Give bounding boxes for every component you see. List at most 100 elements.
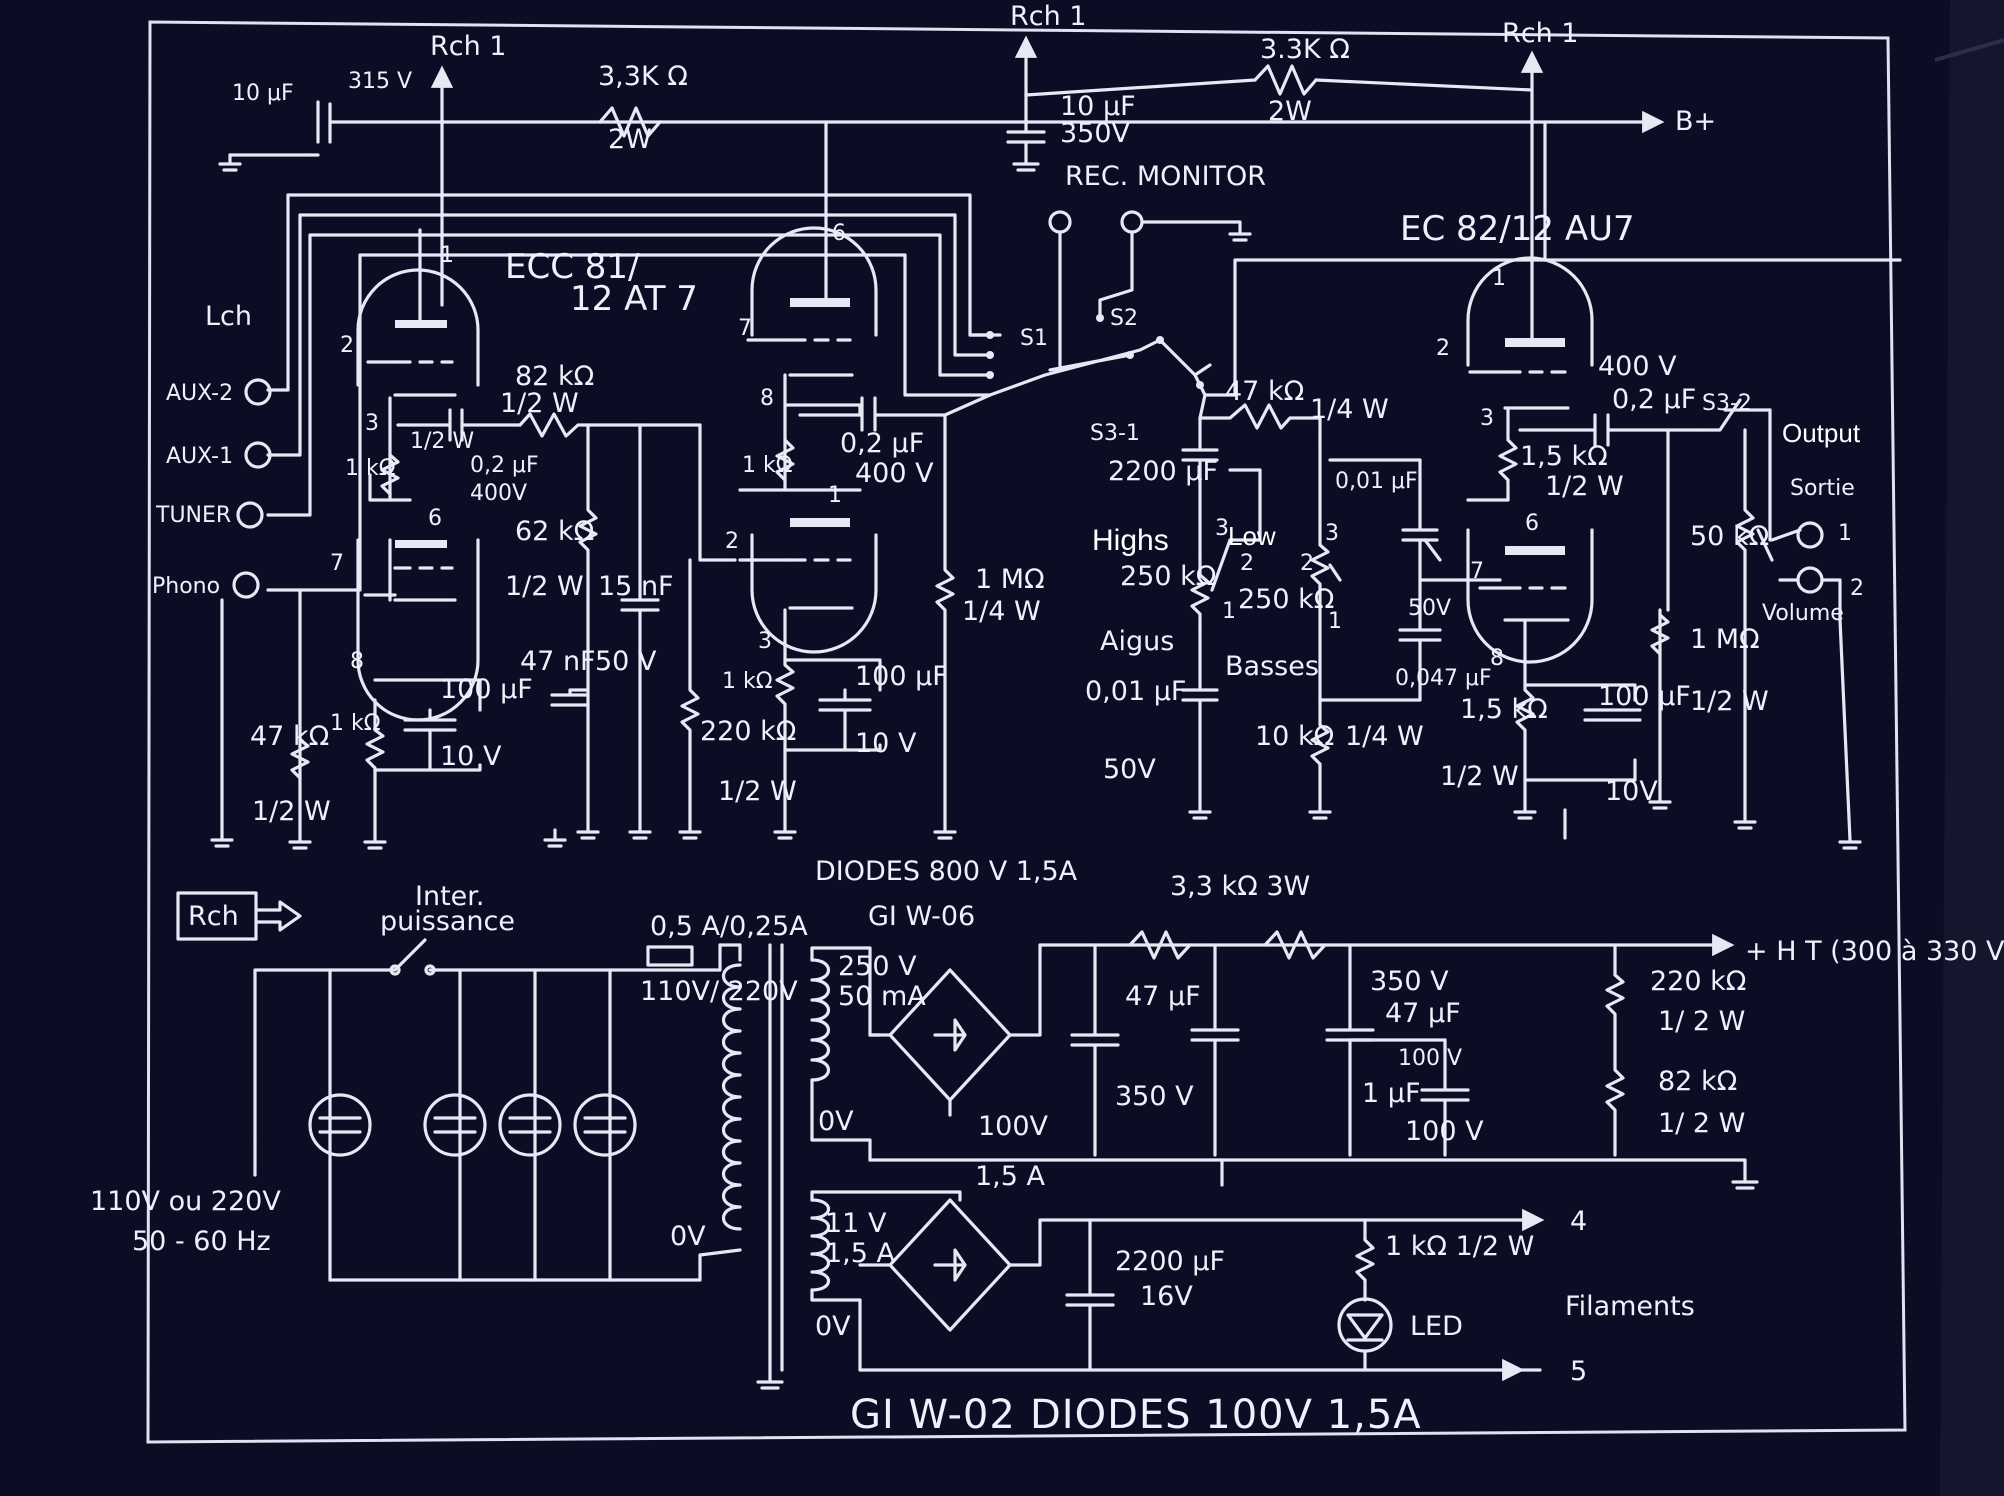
led-label: LED <box>1410 1311 1463 1342</box>
out-pin-2: 2 <box>1850 576 1864 601</box>
s2-c-couple-voltage: 400 V <box>855 458 934 489</box>
b-plus-label: B+ <box>1675 106 1716 137</box>
diodes-bottom-label: DIODES 100V 1,5A <box>1030 1392 1422 1438</box>
tone-pot-bass-value: 250 kΩ <box>1238 584 1334 615</box>
pin-label: 1 <box>828 483 842 508</box>
pin-label: 2 <box>725 529 739 554</box>
resistor-3k3-left <box>598 106 662 138</box>
cap-in-voltage: 315 V <box>348 69 412 94</box>
pin-label: 7 <box>738 316 752 341</box>
fil-sec-1: 11 V <box>825 1208 887 1239</box>
input-label-phono: Phono <box>152 574 220 599</box>
s2-c100-value: 100 μF <box>855 661 948 692</box>
tone-c0047-value: 0,047 μF <box>1395 666 1492 691</box>
bridge-rectifier-filament <box>888 1198 1012 1332</box>
pin-label: 3 <box>365 411 379 436</box>
book-page-edge <box>1940 0 2004 1496</box>
s3-r15b-value: 1,5 kΩ <box>1460 694 1548 725</box>
r82-value: 82 kΩ <box>1658 1066 1737 1097</box>
fil-sec-2: 1,5 A <box>825 1238 896 1269</box>
c-100v-label: 100 V <box>1398 1046 1462 1071</box>
pin-label: 3 <box>1480 406 1494 431</box>
tube-2a-envelope <box>750 226 878 337</box>
aigus-label: Aigus <box>1100 626 1174 657</box>
c47a-value: 47 μF <box>1125 981 1201 1012</box>
s3-c100-value: 100 μF <box>1598 681 1691 712</box>
s3-r15b-power: 1/2 W <box>1440 761 1519 792</box>
c-1uf-label: 1 μF <box>1362 1078 1420 1109</box>
jack-aux2[interactable] <box>244 378 272 406</box>
cap-mid-voltage: 350V <box>1060 118 1131 149</box>
tone-c2200-value: 2200 μF <box>1108 456 1218 487</box>
s1-r-cath-power: 1/2 W <box>410 429 474 454</box>
tone-r10-power: 1/4 W <box>1345 721 1424 752</box>
switch-s1-label: S1 <box>1020 326 1048 351</box>
output-jack-1[interactable] <box>1796 521 1824 549</box>
c47b-voltage: 350 V <box>1370 966 1449 997</box>
pin-label: 6 <box>428 506 442 531</box>
s3-r15-value: 1,5 kΩ <box>1520 441 1608 472</box>
selector-and-tone <box>986 258 1902 820</box>
r220-value: 220 kΩ <box>1650 966 1746 997</box>
output-label: Output <box>1782 418 1861 448</box>
lamp-2 <box>423 1093 487 1157</box>
out-5-label: 5 <box>1570 1356 1587 1387</box>
pot-pin-label: 2 <box>1240 551 1254 576</box>
s3-r1m-power: 1/2 W <box>1690 686 1769 717</box>
s1-r47-value: 47 kΩ <box>250 721 329 752</box>
fuse <box>646 945 694 967</box>
r-left-value: 3,3K Ω <box>598 61 688 92</box>
transformer-hv-secondary <box>810 958 831 1082</box>
filaments-label: Filaments <box>1565 1291 1695 1322</box>
rch-box <box>176 891 258 941</box>
tone-c001-value: 0,01 μF <box>1085 676 1186 707</box>
pin-label: 2 <box>340 333 354 358</box>
s1-r-plate-value: 82 kΩ <box>515 361 594 392</box>
pin-label: 1 <box>1492 266 1506 291</box>
s2-r220-power: 1/2 W <box>718 776 797 807</box>
mains-primary-label: 110V/ 220V <box>640 976 798 1007</box>
transformer-filament-secondary <box>810 1198 831 1292</box>
pin-label: 6 <box>832 221 846 246</box>
s2-c-couple-value: 0,2 μF <box>840 428 924 459</box>
lamp-4 <box>573 1093 637 1157</box>
labels: Rch 1 Rch 1 Rch 1 B+ 10 μF 315 V 3,3K Ω … <box>90 1 2004 1438</box>
lamp-3 <box>498 1093 562 1157</box>
c2200-voltage: 16V <box>1140 1281 1193 1312</box>
switch-s2-label: S2 <box>1110 306 1138 331</box>
gi-w02-label: GI W-02 <box>850 1392 1016 1438</box>
gi-w06-label: GI W-06 <box>868 901 975 932</box>
ground-symbols <box>543 808 1567 848</box>
s3-r1m-value: 1 MΩ <box>1690 624 1760 655</box>
switch-label-2: puissance <box>380 906 515 937</box>
r82-power: 1/ 2 W <box>1658 1108 1745 1139</box>
s2-r-cath2-value: 1 kΩ <box>722 669 773 694</box>
cap-mid-value: 10 μF <box>1060 91 1136 122</box>
tone-c001-voltage: 50V <box>1103 754 1156 785</box>
v100-label: 100V <box>978 1111 1049 1142</box>
sec-hv-1: 250 V <box>838 951 917 982</box>
r220-power: 1/ 2 W <box>1658 1006 1745 1037</box>
tone-r47-power: 1/4 W <box>1310 394 1389 425</box>
rec-monitor-label: REC. MONITOR <box>1065 161 1266 192</box>
s1-r62-power: 1/2 W <box>505 571 584 602</box>
tube-2b-envelope <box>750 533 878 654</box>
jack-phono[interactable] <box>232 571 260 599</box>
switch-label-1: Inter. <box>415 881 484 912</box>
input-label-tuner: TUNER <box>155 503 231 528</box>
s1-r-plate-power: 1/2 W <box>500 388 579 419</box>
mains-in-1: 110V ou 220V <box>90 1186 281 1217</box>
out-4-label: 4 <box>1570 1206 1587 1237</box>
s3-vol-value: 50 kΩ <box>1690 521 1769 552</box>
hv-zero-label: 0V <box>818 1106 854 1137</box>
c47a-voltage: 350 V <box>1115 1081 1194 1112</box>
tube-ecc81 <box>288 228 737 850</box>
jack-tuner[interactable] <box>236 501 264 529</box>
c2200-value: 2200 μF <box>1115 1246 1225 1277</box>
rch-box-label: Rch <box>188 901 239 932</box>
s2-r-grid-power: 1/4 W <box>962 596 1041 627</box>
jack-aux1[interactable] <box>244 441 272 469</box>
lamp-1 <box>308 1093 372 1157</box>
tube-ec82 <box>1466 256 1862 850</box>
